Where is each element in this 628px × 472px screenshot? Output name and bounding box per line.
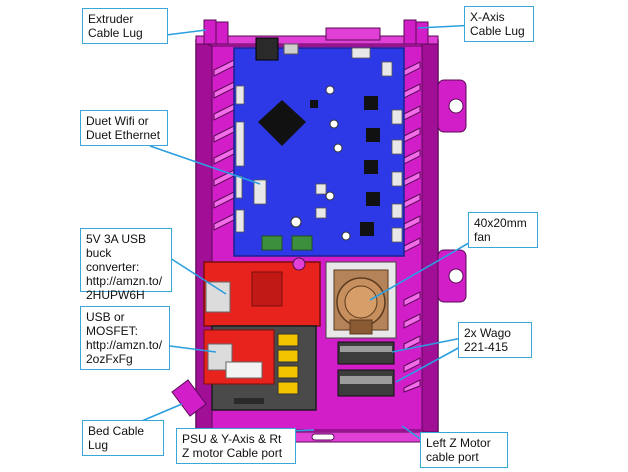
wago-connectors xyxy=(337,341,395,397)
callout-wago: 2x Wago 221-415 xyxy=(458,322,532,358)
callout-bed-cable-lug: Bed Cable Lug xyxy=(82,420,164,456)
callout-x-axis-cable-lug: X-Axis Cable Lug xyxy=(464,6,534,42)
callout-extruder-cable-lug: Extruder Cable Lug xyxy=(82,8,168,44)
callout-fan: 40x20mm fan xyxy=(468,212,538,248)
buck-converter-board xyxy=(203,257,321,327)
fan-assembly xyxy=(325,261,397,339)
callout-usb-mosfet: USB or MOSFET: http://amzn.to/ 2ozFxFg xyxy=(80,306,170,370)
usb-mosfet-board xyxy=(203,325,317,411)
duet-board xyxy=(233,37,405,257)
callout-left-z-cable-port: Left Z Motor cable port xyxy=(420,432,508,468)
callout-psu-cable-port: PSU & Y-Axis & Rt Z motor Cable port xyxy=(176,428,296,464)
callout-buck-converter: 5V 3A USB buck converter: http://amzn.to… xyxy=(80,228,172,302)
callout-duet-board: Duet Wifi or Duet Ethernet xyxy=(80,110,168,146)
